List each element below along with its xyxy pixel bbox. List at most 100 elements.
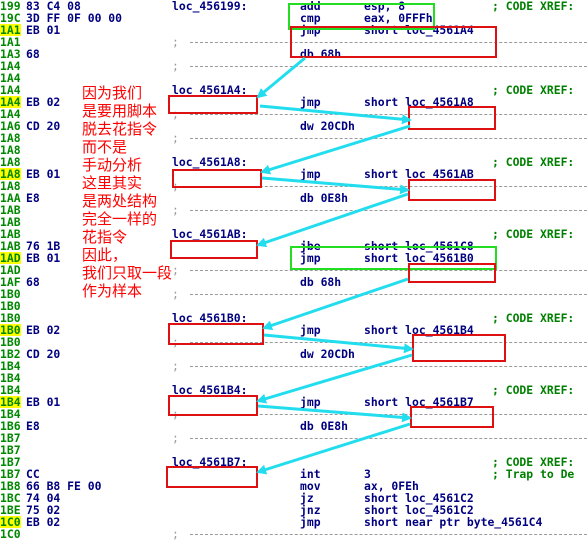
line-bytes: E8 <box>26 419 40 433</box>
line-label: loc_456199: <box>172 0 248 13</box>
listing-line: 1B0 <box>0 300 587 312</box>
arrow-10 <box>256 422 411 475</box>
line-separator-mark: ; <box>172 431 179 445</box>
separator-line <box>190 114 587 115</box>
line-label: loc_4561B4: <box>172 383 248 397</box>
line-label: loc_4561A8: <box>172 155 248 169</box>
line-comment: ; Trap to De <box>492 467 575 481</box>
highlight-add-instruction <box>288 3 435 30</box>
highlight-loc-4561A8 <box>172 169 262 188</box>
line-comment: ; CODE XREF: <box>492 155 575 169</box>
line-operands: short loc_4561C2 <box>364 491 474 505</box>
line-separator-mark: ; <box>172 335 179 349</box>
line-operands: eax, 0FFFh <box>364 11 433 25</box>
line-bytes: 68 <box>26 47 40 61</box>
separator-line <box>190 342 587 343</box>
line-separator-mark: ; <box>172 263 179 277</box>
line-address: 1AF <box>0 275 21 289</box>
highlight-jmp-4561B0 <box>408 263 496 283</box>
line-address: 1B0 <box>0 287 21 301</box>
line-mnemonic: dw 20CDh <box>300 347 355 361</box>
line-address: 1A8 <box>0 131 21 145</box>
line-mnemonic: jz <box>300 491 314 505</box>
line-separator-mark: ; <box>172 35 179 49</box>
arrow-6 <box>262 277 409 331</box>
line-separator-mark: ; <box>172 287 179 301</box>
line-address: 1A4 <box>0 59 21 73</box>
line-comment: ; CODE XREF: <box>492 383 575 397</box>
line-label: loc_4561A4: <box>172 83 248 97</box>
listing-line: 1AB; <box>0 204 587 216</box>
separator-line <box>190 66 587 67</box>
line-bytes: EB 01 <box>26 23 61 37</box>
line-address: 1A6 <box>0 119 21 133</box>
line-separator-mark: ; <box>172 131 179 145</box>
line-address: 1A1 <box>0 35 21 49</box>
line-operands: short near ptr byte_4561C4 <box>364 515 543 529</box>
line-address: 1B4 <box>0 371 21 385</box>
line-mnemonic: jmp <box>300 323 321 337</box>
listing-line: 1A8; <box>0 132 587 144</box>
line-mnemonic: dw 20CDh <box>300 119 355 133</box>
listing-line: 1B4; <box>0 360 587 372</box>
line-comment: ; CODE XREF: <box>492 83 575 97</box>
highlight-loc-4561B7 <box>166 466 258 488</box>
line-address: 1A1 <box>0 23 21 37</box>
separator-line <box>190 186 587 187</box>
arrow-8 <box>256 353 413 404</box>
line-bytes: EB 01 <box>26 251 61 265</box>
listing-line: 1A4 <box>0 72 587 84</box>
line-address: 1A8 <box>0 143 21 157</box>
line-address: 1A4 <box>0 107 21 121</box>
line-bytes: EB 02 <box>26 515 61 529</box>
line-mnemonic: jnz <box>300 503 321 517</box>
line-mnemonic: jmp <box>300 167 321 181</box>
line-separator-mark: ; <box>172 359 179 373</box>
line-mnemonic: int <box>300 467 321 481</box>
line-bytes: CD 20 <box>26 347 61 361</box>
arrow-4 <box>261 176 410 195</box>
line-bytes: 75 02 <box>26 503 61 517</box>
arrow-3 <box>260 124 411 175</box>
listing-line: 1A4; <box>0 60 587 72</box>
line-address: 1B7 <box>0 455 21 469</box>
separator-line <box>190 270 587 271</box>
line-address: 1A8 <box>0 155 21 169</box>
line-comment: ; CODE XREF: <box>492 227 575 241</box>
arrow-2 <box>259 104 412 125</box>
separator-line <box>190 438 587 439</box>
line-operands: short loc_4561AB <box>364 167 474 181</box>
annotation-text: 因为我们 是要用脚本 脱去花指令 而不是 手动分析 这里其实 是两处结构 完全一… <box>82 84 173 300</box>
separator-line <box>190 414 587 415</box>
line-address: 1B4 <box>0 407 21 421</box>
line-address: 1B6 <box>0 419 21 433</box>
line-address: 1AB <box>0 227 21 241</box>
line-address: 1A4 <box>0 83 21 97</box>
line-address: 1B4 <box>0 359 21 373</box>
line-address: 1AD <box>0 263 21 277</box>
listing-line: 1A4; <box>0 108 587 120</box>
line-mnemonic: mov <box>300 479 321 493</box>
line-address: 1A3 <box>0 47 21 61</box>
listing-line: 1A4 loc_4561A4: ; CODE XREF: <box>0 84 587 96</box>
line-address: 1AD <box>0 251 21 265</box>
line-separator-mark: ; <box>172 527 179 541</box>
line-mnemonic: jmp <box>300 515 321 529</box>
line-address: 1AB <box>0 215 21 229</box>
separator-line <box>190 294 587 295</box>
line-address: 1B0 <box>0 299 21 313</box>
line-address: 1AA <box>0 191 21 205</box>
line-address: 1A4 <box>0 95 21 109</box>
line-bytes: 76 1B <box>26 239 61 253</box>
